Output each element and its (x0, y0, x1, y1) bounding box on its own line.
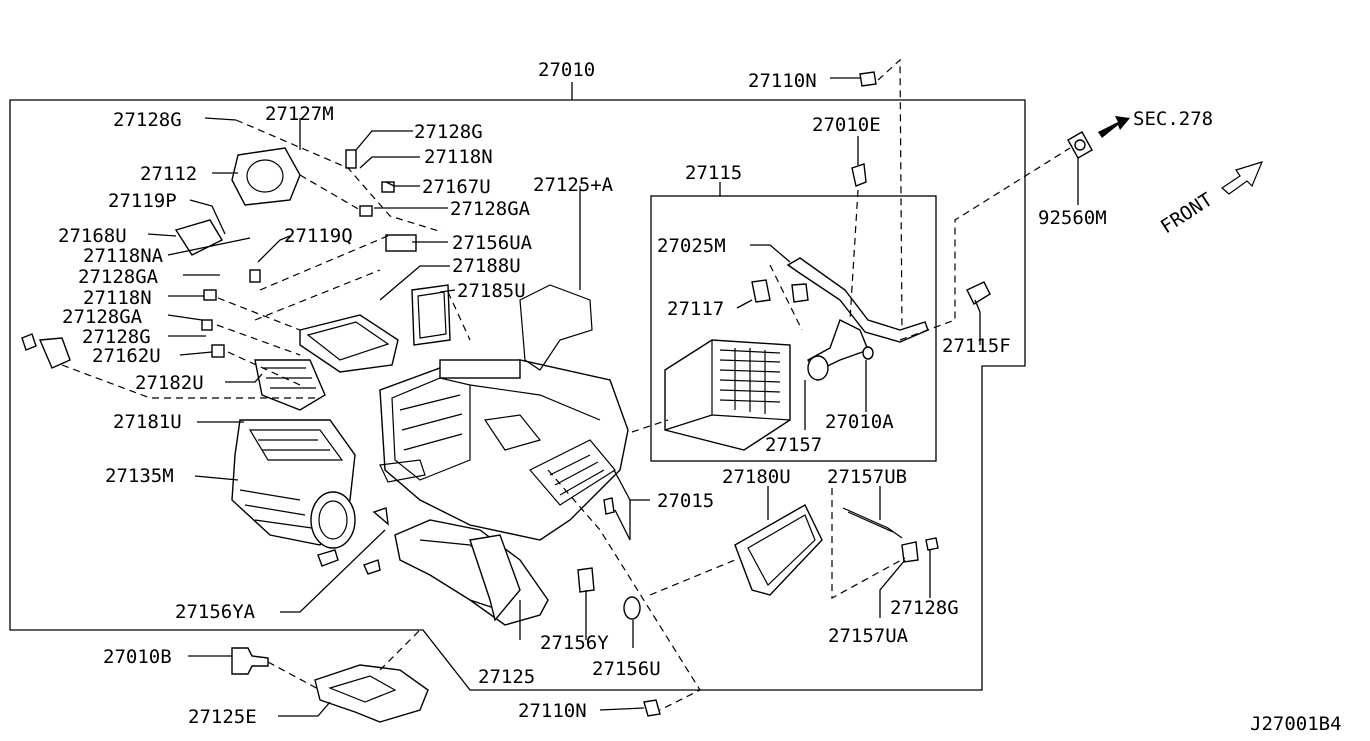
label-27010: 27010 (538, 59, 595, 81)
label-27117: 27117 (667, 298, 724, 320)
label-27128GA-2: 27128GA (78, 266, 159, 288)
label-27128G-3: 27128G (82, 326, 151, 348)
main-assembly-frame (9, 99, 1026, 691)
label-27118NA: 27118NA (83, 245, 164, 267)
label-27118N-1: 27118N (424, 146, 493, 168)
evaporator-subassembly-frame (650, 195, 937, 462)
label-front: FRONT (1157, 189, 1217, 239)
label-27185U: 27185U (457, 280, 526, 302)
label-27110N-bottom: 27110N (518, 700, 587, 722)
label-27128G-1: 27128G (113, 109, 182, 131)
label-27127M: 27127M (265, 103, 334, 125)
label-27157UA: 27157UA (828, 625, 909, 647)
heater-unit-drawing (21, 147, 641, 626)
leader-lines (147, 77, 1079, 717)
label-27156UA: 27156UA (452, 232, 533, 254)
part-labels: 27010 27110N 27128G 27127M 27128G 27118N… (58, 59, 1342, 735)
label-27118N-2: 27118N (83, 287, 152, 309)
label-27010B: 27010B (103, 646, 172, 668)
label-27128GA-3: 27128GA (62, 306, 143, 328)
label-27157UB: 27157UB (827, 466, 907, 488)
label-27110N-top: 27110N (748, 70, 817, 92)
label-27156YA: 27156YA (175, 601, 256, 623)
label-92560M: 92560M (1038, 207, 1107, 229)
label-27156Y: 27156Y (540, 632, 609, 654)
label-27156U: 27156U (592, 658, 661, 680)
label-27168U: 27168U (58, 225, 127, 247)
front-arrow-icon (1221, 161, 1264, 195)
dashed-assembly-lines (61, 58, 1071, 711)
label-27112: 27112 (140, 163, 197, 185)
label-27180U: 27180U (722, 466, 791, 488)
label-27010A: 27010A (825, 411, 894, 433)
label-27025M: 27025M (657, 235, 726, 257)
filter-cover-drawing (734, 504, 939, 596)
evaporator-drawing (664, 163, 991, 451)
label-27167U: 27167U (422, 176, 491, 198)
nut-top-drawing (859, 71, 877, 87)
label-27119P: 27119P (108, 190, 177, 212)
label-27125A: 27125+A (533, 174, 614, 196)
label-27188U: 27188U (452, 255, 521, 277)
label-27115F: 27115F (942, 335, 1011, 357)
label-27010E: 27010E (812, 114, 881, 136)
front-direction-indicator: FRONT (1157, 161, 1264, 239)
label-27162U: 27162U (92, 345, 161, 367)
grommet-drawing (1067, 116, 1130, 159)
label-27125: 27125 (478, 666, 535, 688)
label-27128G-2: 27128G (414, 121, 483, 143)
label-27115: 27115 (685, 162, 742, 184)
label-27182U: 27182U (135, 372, 204, 394)
label-27135M: 27135M (105, 465, 174, 487)
label-27015: 27015 (657, 490, 714, 512)
label-27128GA-1: 27128GA (450, 198, 531, 220)
label-sec278: SEC.278 (1133, 108, 1213, 130)
label-27125E: 27125E (188, 706, 257, 728)
label-27128G-4: 27128G (890, 597, 959, 619)
label-27181U: 27181U (113, 411, 182, 433)
lower-external-parts (231, 647, 661, 723)
label-27157: 27157 (765, 434, 822, 456)
label-27119Q: 27119Q (284, 225, 353, 247)
label-diagram-id: J27001B4 (1250, 713, 1342, 735)
